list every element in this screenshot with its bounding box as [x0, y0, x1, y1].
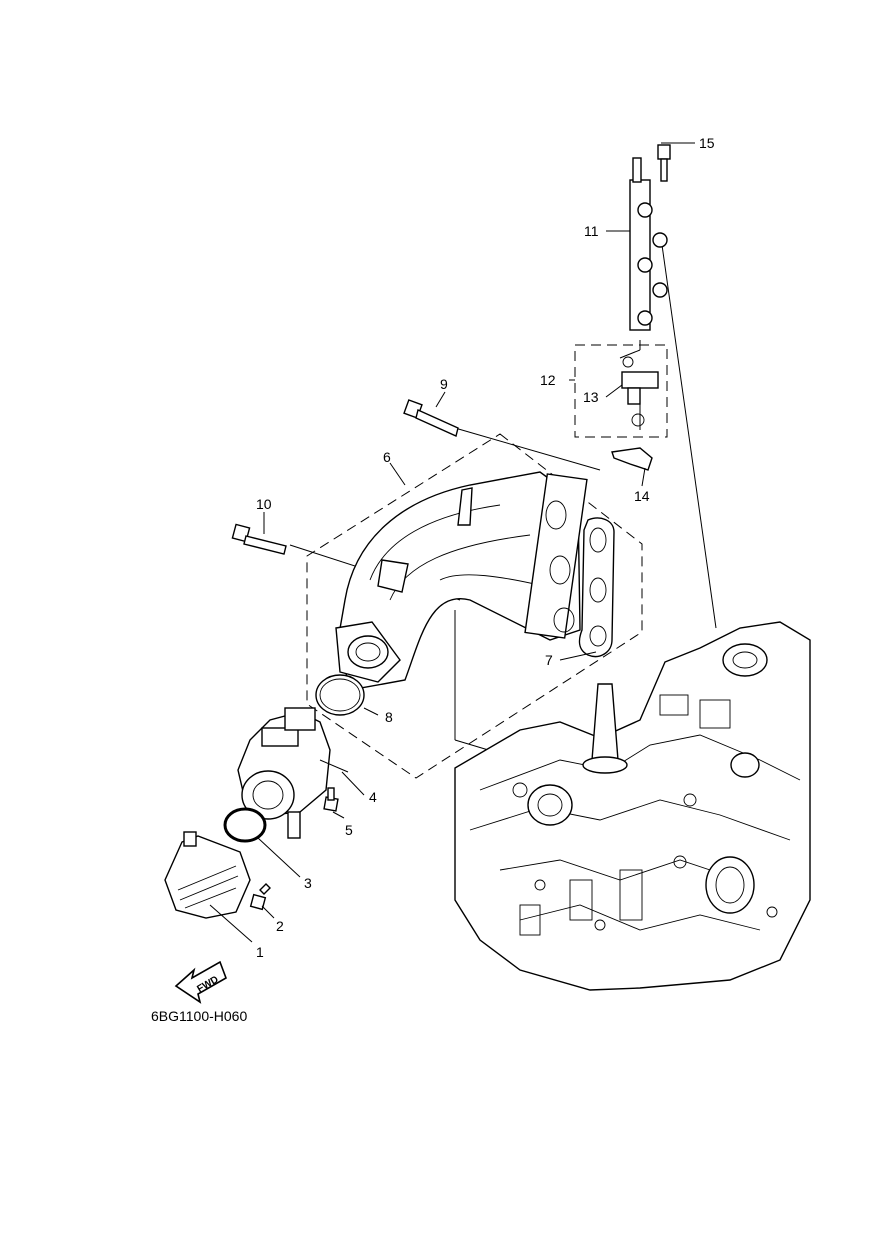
- fuel-injector: [621, 356, 659, 427]
- bolt-15: [657, 144, 671, 182]
- bolt-9: [403, 399, 459, 437]
- callout-8: 8: [385, 709, 393, 725]
- intake-manifold: [335, 471, 588, 691]
- injector-group-outline: [574, 344, 668, 438]
- callout-labels: 1 2 3 4 5 6 7 8 9 10 11 12 13 14 15: [256, 135, 715, 960]
- callout-5: 5: [345, 822, 353, 838]
- callout-leaders: [209, 142, 695, 943]
- screw-5: [323, 787, 339, 812]
- engine-block: [454, 621, 811, 991]
- callout-11: 11: [584, 223, 599, 239]
- callout-7: 7: [545, 652, 553, 668]
- throttle-body: [237, 707, 349, 839]
- callout-9: 9: [440, 376, 448, 392]
- o-ring-8: [315, 674, 365, 716]
- intake-silencer: [164, 831, 251, 919]
- callout-12: 12: [540, 372, 556, 388]
- fwd-arrow-icon: FWD: [174, 960, 227, 1004]
- manifold-gasket: [578, 517, 615, 658]
- screw-2: [249, 883, 271, 911]
- o-ring-3: [223, 807, 267, 843]
- fuel-rail: [629, 157, 668, 331]
- diagram-code: 6BG1100-H060: [151, 1008, 247, 1024]
- bolt-10: [231, 523, 287, 555]
- callout-2: 2: [276, 918, 284, 934]
- callout-4: 4: [369, 789, 377, 805]
- callout-6: 6: [383, 449, 391, 465]
- callout-13: 13: [583, 389, 599, 405]
- callout-1: 1: [256, 944, 264, 960]
- injector-clip: [611, 447, 653, 471]
- callout-3: 3: [304, 875, 312, 891]
- callout-10: 10: [256, 496, 272, 512]
- intake-group-outline: [306, 433, 643, 779]
- callout-15: 15: [699, 135, 715, 151]
- callout-14: 14: [634, 488, 650, 504]
